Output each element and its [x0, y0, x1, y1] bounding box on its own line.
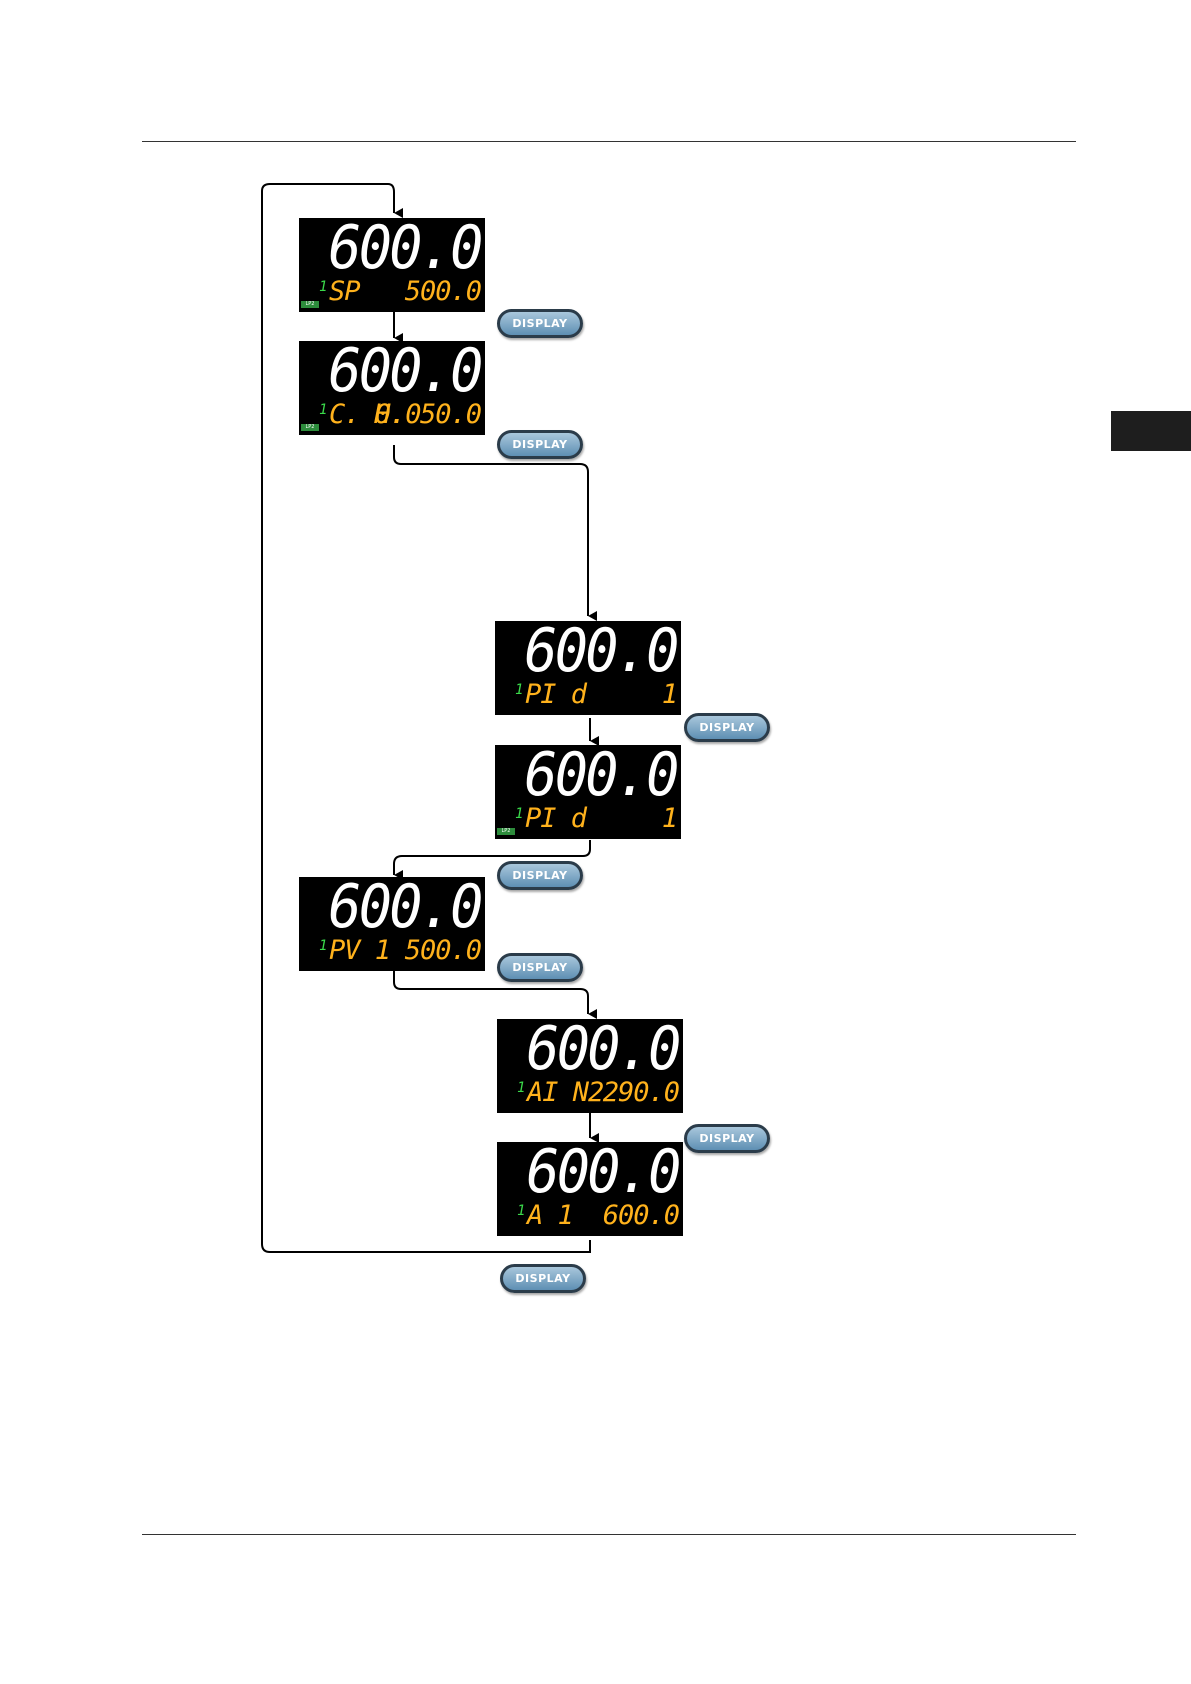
lcd-screen-a1: 600.0 1 A 1 600.0: [497, 1142, 683, 1236]
loop-number: 1: [319, 937, 327, 955]
display-button[interactable]: DISPLAY: [500, 1264, 586, 1293]
loop-badge: LP2: [497, 828, 515, 835]
param-value: H. 50.0: [374, 399, 481, 431]
display-button[interactable]: DISPLAY: [497, 430, 583, 459]
pv-value: 600.0: [329, 218, 481, 278]
param-name: PV 1: [329, 935, 390, 967]
loop-number: 1: [515, 681, 523, 699]
loop-number: 1: [517, 1202, 525, 1220]
param-name: PI d: [525, 679, 586, 711]
param-value: 500.0: [405, 276, 481, 308]
param-value: 1: [662, 803, 677, 835]
loop-number: 1: [319, 401, 327, 419]
param-value: 1: [662, 679, 677, 711]
param-name: SP: [329, 276, 360, 308]
display-button[interactable]: DISPLAY: [497, 861, 583, 890]
loop-number: 1: [319, 278, 327, 296]
pv-value: 600.0: [525, 621, 677, 681]
display-button[interactable]: DISPLAY: [497, 953, 583, 982]
pv-value: 600.0: [329, 341, 481, 401]
loop-badge: LP2: [301, 424, 319, 431]
param-name: AI N2: [527, 1077, 603, 1109]
param-name: PI d: [525, 803, 586, 835]
arrow-2-3: [394, 445, 588, 616]
display-button[interactable]: DISPLAY: [684, 1124, 770, 1153]
lcd-screen-pv: 600.0 1 PV 1 500.0: [299, 877, 485, 971]
loop-number: 1: [517, 1079, 525, 1097]
param-value: 600.0: [603, 1200, 679, 1232]
display-button[interactable]: DISPLAY: [684, 713, 770, 742]
display-button[interactable]: DISPLAY: [497, 309, 583, 338]
lcd-screen-pid-lp2: 600.0 1 PI d 1 LP2: [495, 745, 681, 839]
pv-value: 600.0: [527, 1142, 679, 1202]
lcd-screen-pid: 600.0 1 PI d 1: [495, 621, 681, 715]
loop-number: 1: [515, 805, 523, 823]
pv-value: 600.0: [527, 1019, 679, 1079]
lcd-screen-sp: 600.0 1 SP 500.0 LP2: [299, 218, 485, 312]
pv-value: 600.0: [525, 745, 677, 805]
param-name: A 1: [527, 1200, 573, 1232]
pv-value: 600.0: [329, 877, 481, 937]
param-value: 500.0: [405, 935, 481, 967]
param-value: 290.0: [603, 1077, 679, 1109]
lcd-screen-zone: 600.0 1 C. 0.0 H. 50.0 LP2: [299, 341, 485, 435]
loop-badge: LP2: [301, 301, 319, 308]
lcd-screen-ain2: 600.0 1 AI N2 290.0: [497, 1019, 683, 1113]
